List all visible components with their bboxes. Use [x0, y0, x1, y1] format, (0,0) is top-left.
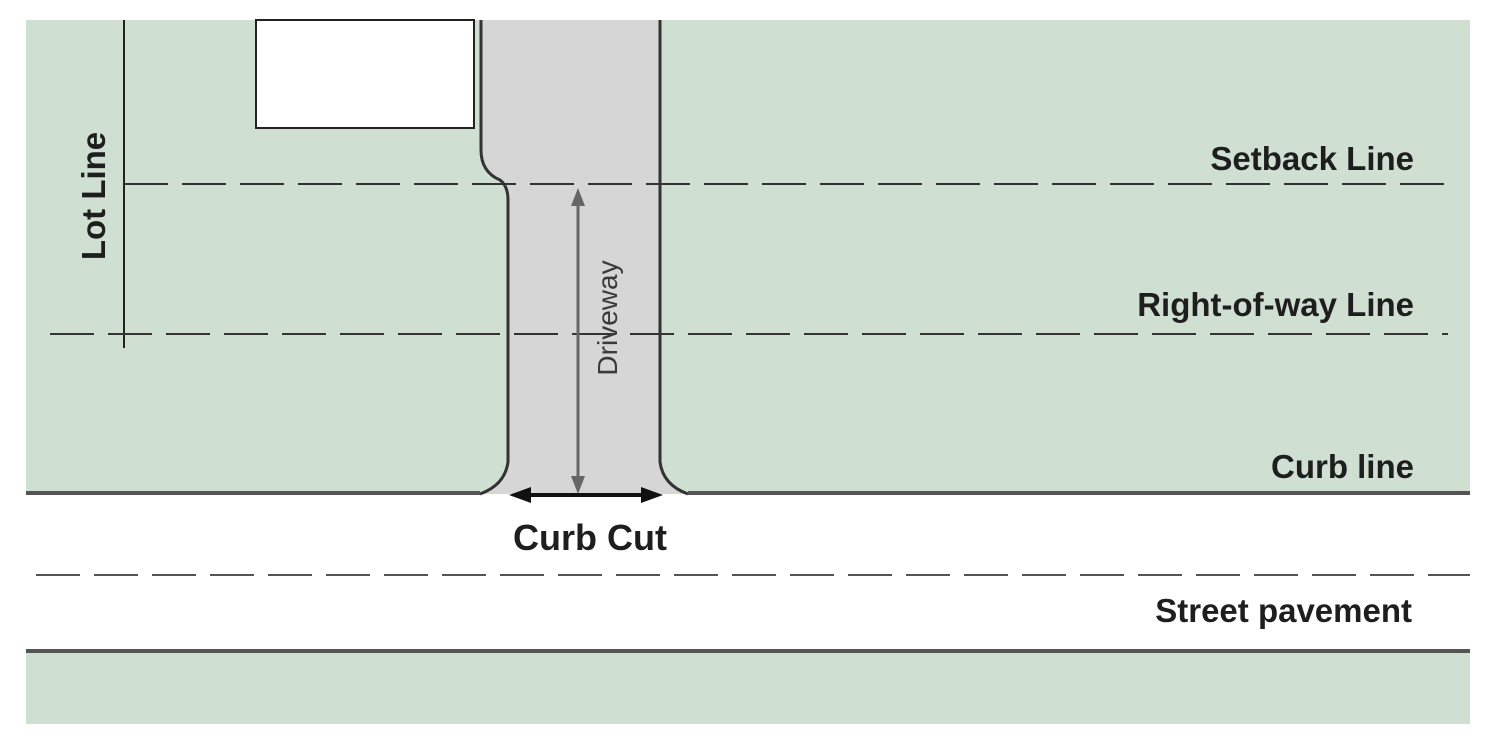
setback-line-label: Setback Line	[1210, 140, 1414, 177]
street-area	[26, 494, 1470, 652]
driveway-right-edge	[658, 20, 689, 496]
driveway-label: Driveway	[592, 260, 623, 375]
lawn-area	[26, 20, 1470, 494]
driveway-arrow-top	[571, 188, 585, 206]
curb-cut-arrow-right	[641, 487, 663, 503]
street-pavement-label: Street pavement	[1155, 592, 1412, 629]
curb-line-label: Curb line	[1271, 448, 1414, 485]
curb-cut-arrow-left	[509, 487, 531, 503]
lower-lawn-area	[26, 652, 1470, 724]
driveway-surface	[480, 20, 688, 494]
driveway-left-edge	[479, 20, 510, 496]
curb-cut-label: Curb Cut	[513, 517, 667, 558]
right-of-way-line-label: Right-of-way Line	[1137, 286, 1414, 323]
lot-line-label: Lot Line	[75, 132, 112, 260]
building	[255, 19, 475, 129]
driveway-arrow-bottom	[571, 476, 585, 494]
